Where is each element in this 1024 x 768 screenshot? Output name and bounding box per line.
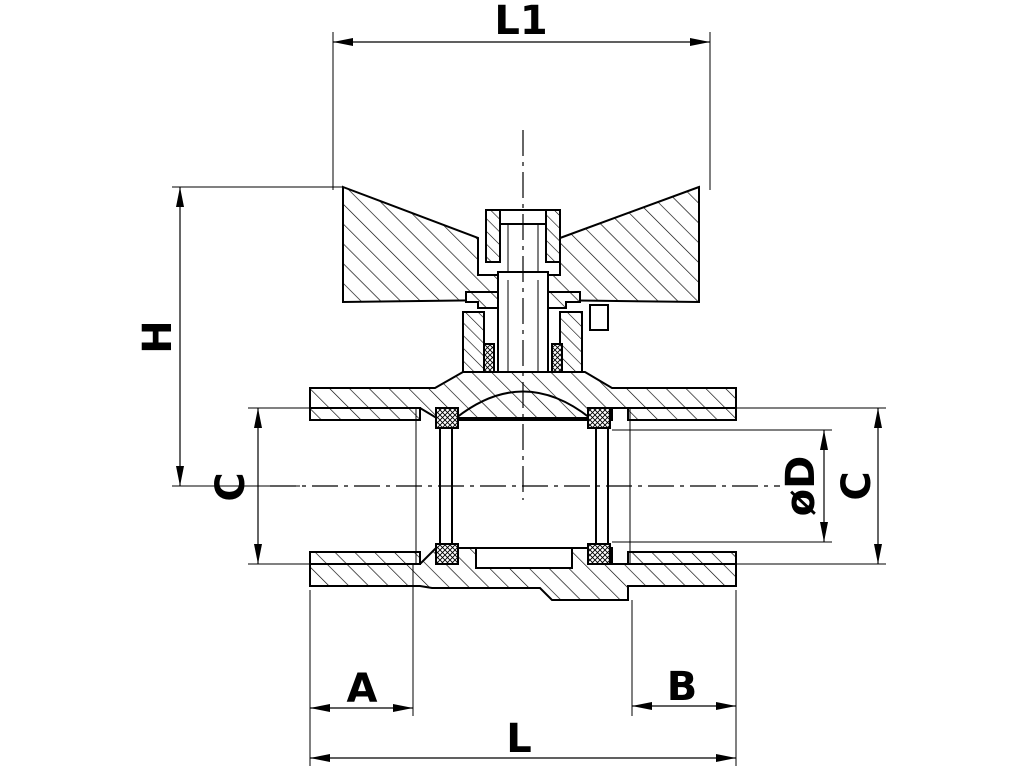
label-a: A (347, 666, 378, 712)
dimension-h (172, 186, 343, 487)
label-c-left: C (208, 472, 254, 501)
dimension-l1 (332, 32, 711, 190)
handle-nut (485, 209, 561, 272)
ball (439, 390, 609, 569)
label-l: L (506, 716, 532, 762)
dimension-c-right (736, 407, 886, 565)
dimension-a (309, 564, 414, 766)
dimension-c-left (248, 407, 310, 565)
dimension-od (612, 429, 832, 543)
dimension-l (310, 754, 736, 762)
label-h: H (135, 320, 181, 353)
label-l1: L1 (494, 0, 547, 44)
seal-rings (435, 407, 611, 565)
label-od: øD (778, 456, 824, 517)
label-c-right: C (834, 471, 880, 500)
butterfly-handle (342, 185, 700, 331)
dimension-b (631, 590, 737, 766)
label-b: B (667, 664, 698, 710)
